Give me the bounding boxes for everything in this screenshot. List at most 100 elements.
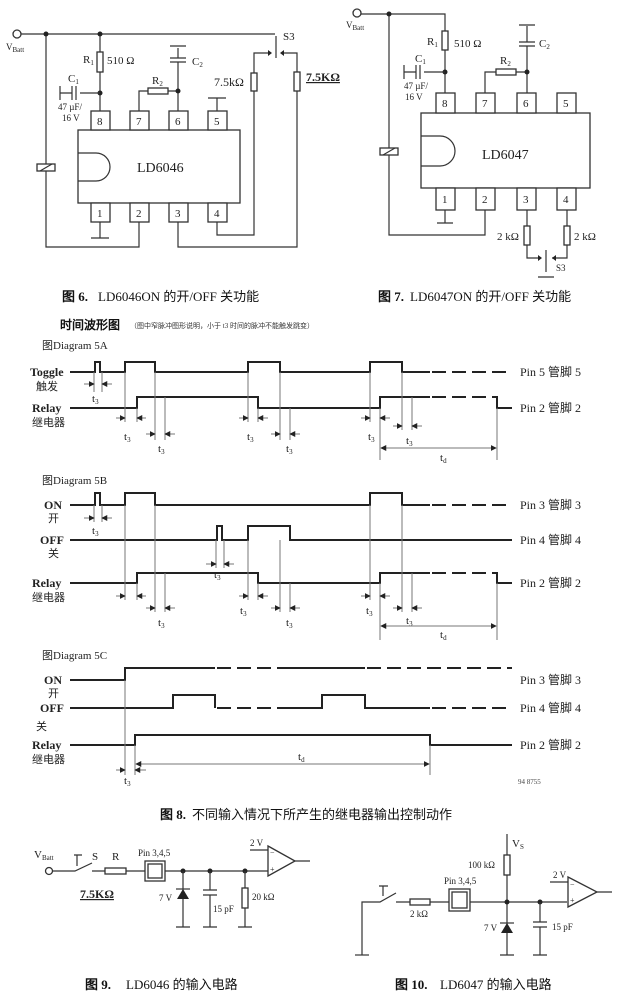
ground-icon [208,97,226,111]
switch-label: S [92,851,98,863]
c1-voltage: 16 V [62,113,80,123]
r1-label: R1 [427,36,438,49]
figure-7-caption: LD6047ON 的开/OFF 关功能 [410,289,571,304]
ground-icon [437,210,453,224]
svg-text:t3: t3 [124,431,131,444]
off-label: OFF [40,701,64,715]
svg-text:t3: t3 [286,443,293,456]
toggle-waveform [70,361,430,373]
figure-7-number: 图 7. [378,289,404,304]
r1-label: R1 [83,54,94,67]
pin4-label: Pin 4 管脚 4 [520,532,581,547]
off-waveform [70,525,512,541]
resistor-20k-icon [241,887,249,909]
svg-text:3: 3 [523,194,529,206]
c2-capacitor-icon [170,45,186,111]
pin4-label: Pin 4 管脚 4 [520,700,581,715]
vbatt-label: VBatt [346,20,364,32]
svg-text:−: − [270,848,275,857]
diagram-5a-label: 图Diagram 5A [42,339,108,352]
svg-text:7: 7 [136,116,142,128]
c1-label: C1 [415,53,426,66]
svg-text:t3: t3 [247,431,254,444]
zener-diode-icon [177,889,189,899]
bottom-pins: 1 2 3 4 [90,202,228,223]
top-pins: 8 7 6 5 [435,92,577,114]
svg-text:t3: t3 [286,617,293,630]
c1-value: 47 µF/ [58,102,82,112]
vs-label: VS [512,838,524,851]
td-label: td [298,751,305,764]
figure-8-caption: 不同输入情况下所产生的继电器输出控制动作 [192,807,452,822]
resistor-pin4-icon [563,225,571,246]
zener-label: 7 V [484,923,498,933]
zener-diode-icon [501,923,513,933]
chip-label: LD6047 [482,148,529,163]
resistor-7-5k-left-icon [250,72,258,92]
on-label: ON [44,673,62,687]
s3-label: S3 [283,31,295,43]
t3-label: t3 [124,775,131,788]
resistor-left-value: 7.5kΩ [214,75,244,89]
t3-markers [84,515,422,611]
resistor-20k-label: 20 kΩ [252,892,275,902]
r2-resistor-icon [147,87,169,95]
toggle-label: Toggle [30,365,64,379]
t3-markers [84,381,422,437]
svg-text:3: 3 [175,208,181,220]
comparator-icon [567,875,599,909]
diagram-5b: 图Diagram 5B ON 开 OFF 关 Relay 继电器 Pin 3 管… [32,474,581,642]
svg-text:7: 7 [482,98,488,110]
svg-text:6: 6 [175,116,181,128]
svg-text:+: + [570,896,575,905]
on-cn-label: 开 [48,513,59,525]
figure-reference: 94 8755 [518,778,541,786]
c2-label: C2 [539,38,550,51]
svg-text:t3: t3 [92,393,99,406]
svg-text:8: 8 [97,116,103,128]
resistor-7-5k-right-icon [293,71,301,92]
relay-waveform-a [70,396,430,409]
timing-subtitle: （图中窄脉冲图形说明，小于 t3 时间的脉冲不能触发跳变） [130,321,314,330]
vbatt-terminal-icon [44,866,54,876]
resistor-value: 7.5KΩ [80,887,114,901]
figure-9-number: 图 9. [85,977,111,992]
resistor-right-value: 7.5KΩ [306,70,340,84]
svg-text:2: 2 [482,194,488,206]
diagram-5a: 图Diagram 5A Toggle 触发 Relay 继电器 Pin 5 管脚… [30,339,581,465]
pin2-label: Pin 2 管脚 2 [520,575,581,590]
c1-value: 47 µF/ [404,81,428,91]
svg-text:8: 8 [442,98,448,110]
ld6047-chip [420,112,591,189]
bottom-pins: 1 2 3 4 [435,187,577,211]
vbatt-label: VBatt [6,42,24,54]
relay-waveform-c [70,734,512,746]
capacitor-label: 15 pF [552,922,573,932]
pin2-label: Pin 2 管脚 2 [520,400,581,415]
toggle-cn-label: 触发 [36,379,58,393]
svg-text:5: 5 [214,116,220,128]
c2-capacitor-icon [519,24,535,93]
pin3-label: Pin 3 管脚 3 [520,672,581,687]
resistor-2k-icon [409,898,431,906]
resistor-pin4-value: 2 kΩ [574,231,596,243]
t3-labels: t3 t3 t3 t3 t3 t3 t3 [92,393,413,456]
pin5-label: Pin 5 管脚 5 [520,364,581,379]
r2-label: R2 [152,75,163,88]
r1-value: 510 Ω [454,38,481,50]
relay-waveform-b [70,572,430,584]
diagram-5c-label: 图Diagram 5C [42,649,107,662]
figure-6-caption: LD6046ON 的开/OFF 关功能 [98,289,259,304]
relay-label: Relay [32,738,61,752]
resistor-100k-icon [503,854,511,876]
svg-text:1: 1 [442,194,448,206]
r2-label: R2 [500,55,511,68]
figure-7-ld6047-circuit: VBatt R1 510 Ω C1 47 µF/ 16 V C2 R2 LD60… [346,8,596,304]
r1-resistor-icon [96,51,104,73]
resistor-2k-label: 2 kΩ [410,909,428,919]
top-pins: 8 7 6 5 [90,110,228,131]
c1-capacitor-icon [59,86,100,100]
ground-icon [91,222,109,239]
chip-label: LD6046 [137,161,184,176]
resistor-label: R [112,851,120,863]
